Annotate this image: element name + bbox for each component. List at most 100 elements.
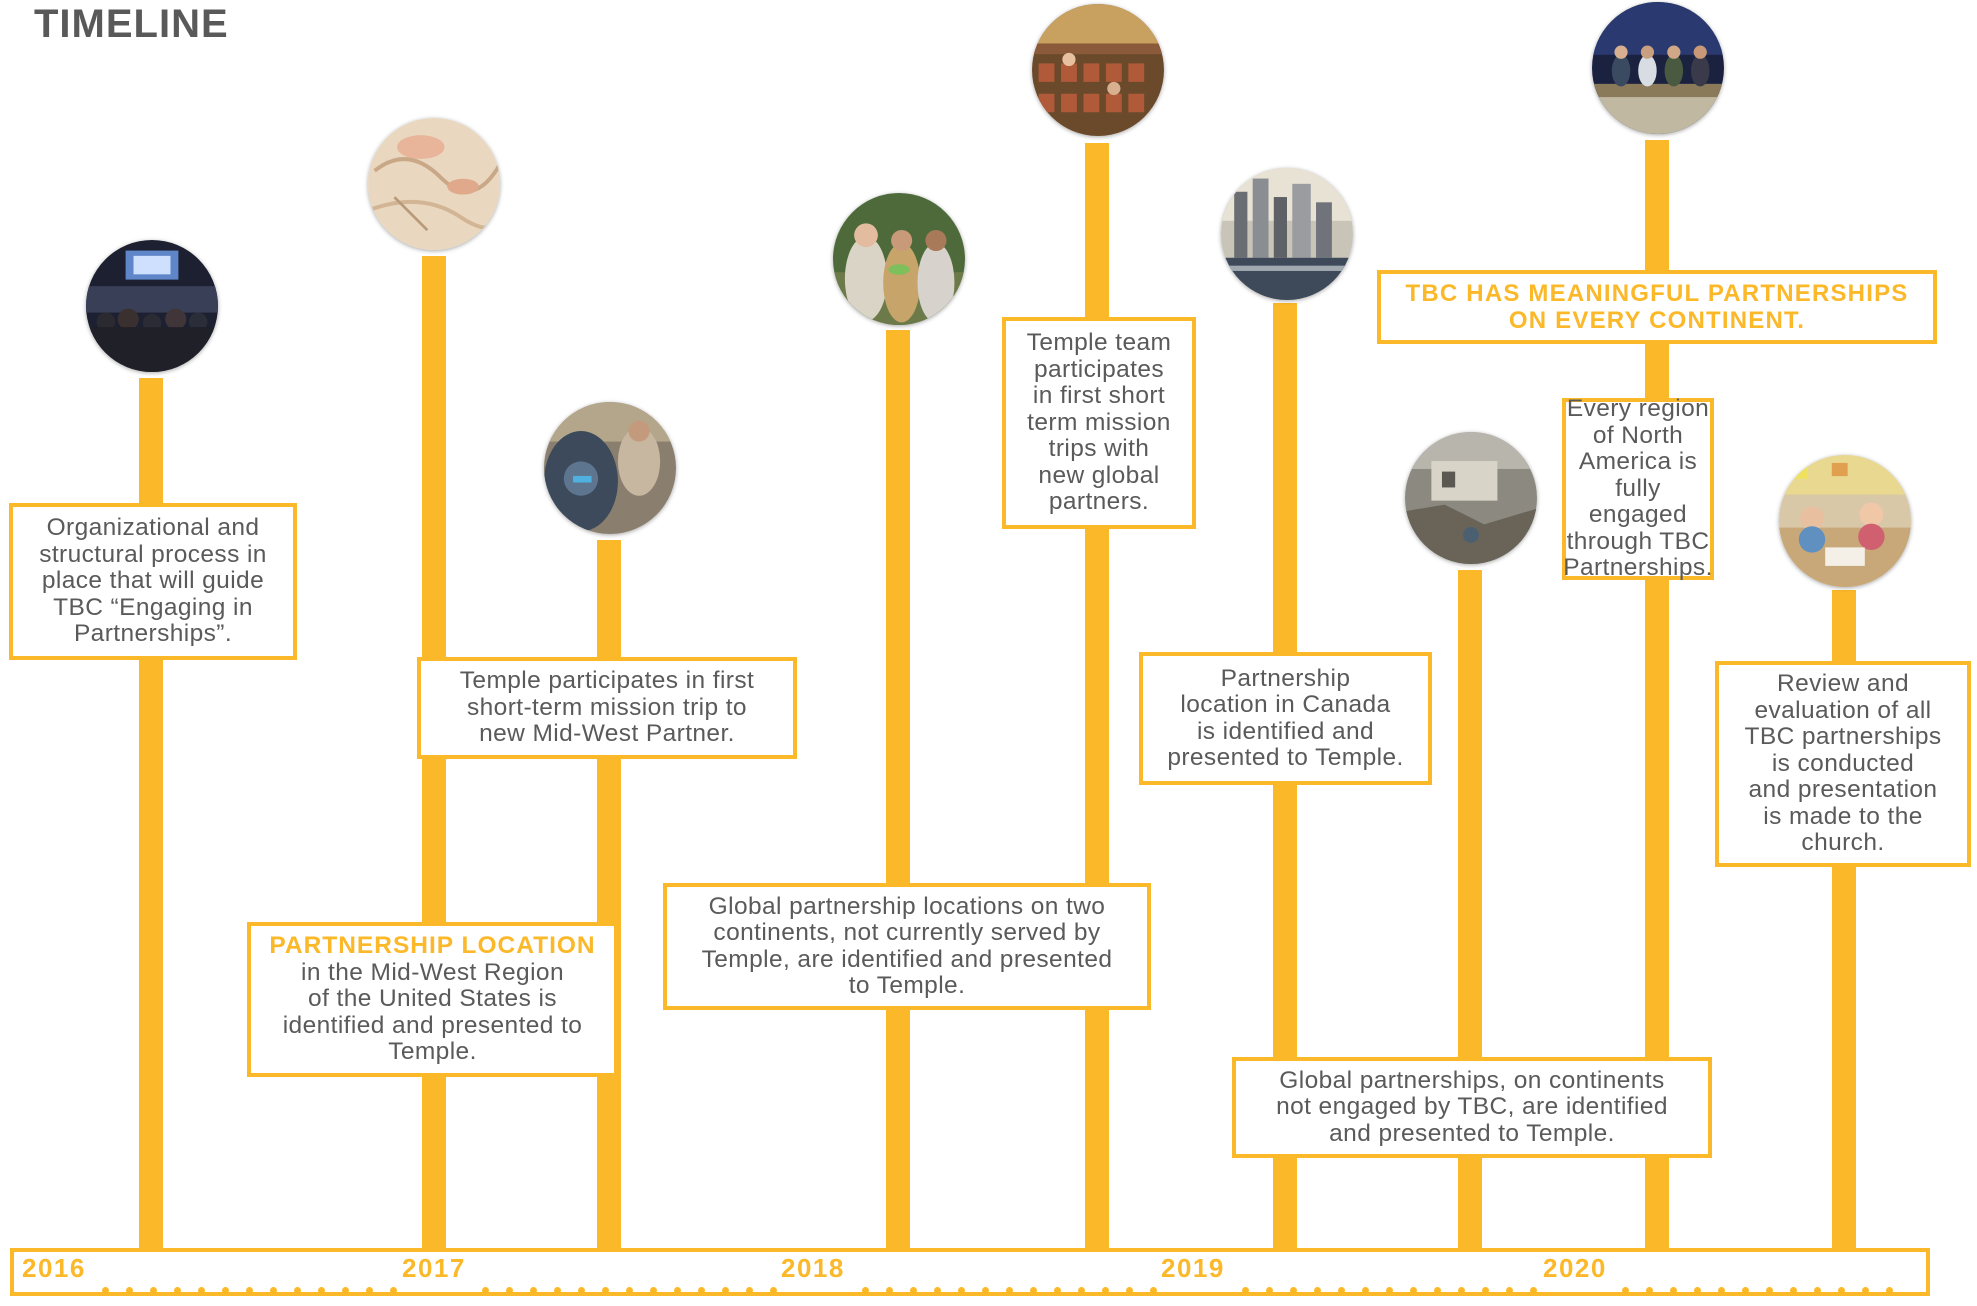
axis-dot [1266,1287,1273,1294]
axis-dot [1886,1287,1893,1294]
axis-dot [506,1287,513,1294]
axis-dot [1150,1287,1157,1294]
volunteer-service-photo [544,402,676,534]
axis-dot [530,1287,537,1294]
axis-dot [626,1287,633,1294]
worship-congregation-photo [86,240,218,372]
milestone-text: Global partnerships, on continents not e… [1276,1066,1668,1147]
axis-dot [1410,1287,1417,1294]
axis-dot [318,1287,325,1294]
axis-dot [150,1287,157,1294]
timeline-stem [597,540,621,1250]
axis-dot [1030,1287,1037,1294]
axis-dot [674,1287,681,1294]
milestone-text: Global partnership locations on two cont… [701,892,1113,999]
axis-dot [126,1287,133,1294]
axis-dot [1290,1287,1297,1294]
timeline-axis [10,1248,1930,1296]
axis-dot [602,1287,609,1294]
milestone-text: Review and evaluation of all TBC partner… [1744,670,1942,857]
axis-dot [1790,1287,1797,1294]
milestone-text: Temple team participates in first short … [1026,329,1172,516]
axis-dot [294,1287,301,1294]
axis-dot [578,1287,585,1294]
milestone-box-org-process: Organizational and structural process in… [9,503,297,660]
axis-dot [1670,1287,1677,1294]
disaster-relief-photo [1405,432,1537,564]
axis-dot [482,1287,489,1294]
milestone-box-new-continents: Global partnerships, on continents not e… [1232,1057,1712,1158]
axis-dot [934,1287,941,1294]
axis-dot [1694,1287,1701,1294]
milestone-box-partnership-location: PARTNERSHIP LOCATION in the Mid-West Reg… [247,922,618,1077]
axis-dot [198,1287,205,1294]
milestone-box-team-global-trips: Temple team participates in first short … [1002,317,1196,529]
axis-dot [982,1287,989,1294]
milestone-text: Organizational and structural process in… [39,514,267,648]
axis-dot [1742,1287,1749,1294]
axis-dot [910,1287,917,1294]
axis-dot [222,1287,229,1294]
axis-dot [1054,1287,1061,1294]
axis-dot [1862,1287,1869,1294]
milestone-box-first-mission-trip: Temple participates in first short-term … [417,657,797,759]
axis-dot [1006,1287,1013,1294]
axis-dot [174,1287,181,1294]
axis-dot [1766,1287,1773,1294]
city-skyline-photo [1221,168,1353,300]
milestone-box-canada: Partnership location in Canada is identi… [1139,652,1432,785]
axis-dot [1482,1287,1489,1294]
axis-dot [650,1287,657,1294]
axis-dot [1338,1287,1345,1294]
axis-dot [1242,1287,1249,1294]
axis-dot [1386,1287,1393,1294]
axis-dot [1530,1287,1537,1294]
map-planning-photo [368,118,500,250]
milestone-text: in the Mid-West Region of the United Sta… [282,958,583,1066]
axis-dot [1078,1287,1085,1294]
year-label-2018: 2018 [781,1253,845,1283]
axis-dot [1718,1287,1725,1294]
panel-stage-photo [1592,2,1724,134]
axis-dot [698,1287,705,1294]
milestone-box-north-america: Every region of North America is fully e… [1562,395,1714,582]
axis-dot [746,1287,753,1294]
milestone-text: Temple participates in first short-term … [459,667,755,748]
milestone-box-review: Review and evaluation of all TBC partner… [1715,661,1971,867]
axis-dot [958,1287,965,1294]
year-label-2016: 2016 [22,1253,86,1283]
axis-dot [862,1287,869,1294]
axis-dot [390,1287,397,1294]
year-label-2019: 2019 [1161,1253,1225,1283]
kids-classroom-photo [1779,455,1911,587]
axis-dot [1362,1287,1369,1294]
axis-dot [102,1287,109,1294]
axis-dot [722,1287,729,1294]
milestone-text: Every region of North America is fully e… [1563,395,1713,582]
milestone-box-global-locations: Global partnership locations on two cont… [663,883,1151,1010]
axis-dot [554,1287,561,1294]
axis-dot [886,1287,893,1294]
axis-dot [270,1287,277,1294]
axis-dot [1434,1287,1441,1294]
axis-dot [770,1287,777,1294]
axis-dot [1622,1287,1629,1294]
axis-dot [342,1287,349,1294]
milestone-highlight: PARTNERSHIP LOCATION [269,932,596,960]
axis-dot [1506,1287,1513,1294]
milestone-text: Partnership location in Canada is identi… [1167,664,1404,771]
axis-dot [1126,1287,1133,1294]
handshake-partners-photo [833,193,965,325]
axis-dot [1814,1287,1821,1294]
timeline-stem [886,330,910,1250]
axis-dot [1102,1287,1109,1294]
year-label-2020: 2020 [1543,1253,1607,1283]
continents-headline: TBC HAS MEANINGFUL PARTNERSHIPS ON EVERY… [1377,270,1937,344]
axis-dot [1314,1287,1321,1294]
page-title: TIMELINE [34,2,229,46]
axis-dot [1838,1287,1845,1294]
year-label-2017: 2017 [402,1253,466,1283]
axis-dot [366,1287,373,1294]
audience-seats-photo [1032,4,1164,136]
axis-dot [246,1287,253,1294]
